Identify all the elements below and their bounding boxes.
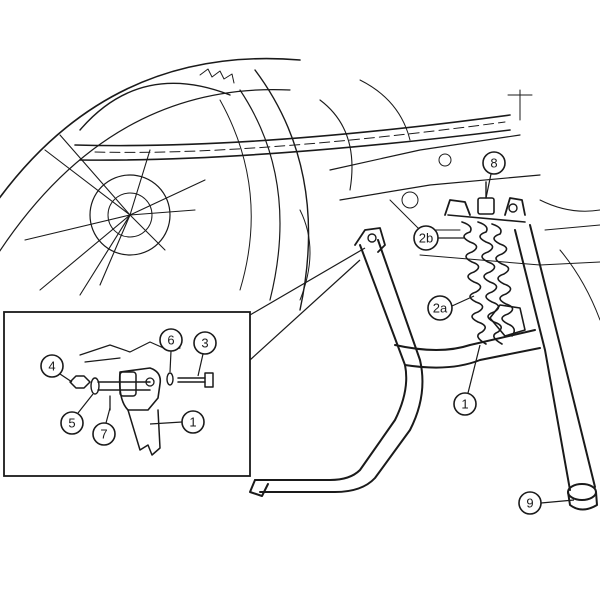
svg-text:5: 5 xyxy=(68,416,75,431)
callout-1-main: 1 xyxy=(453,392,477,416)
return-springs xyxy=(461,221,516,345)
inset-detail: 4 5 7 6 3 1 xyxy=(3,311,251,477)
inset-callout-6: 6 xyxy=(159,328,183,352)
svg-text:3: 3 xyxy=(201,336,208,351)
leader-2a xyxy=(451,295,475,307)
svg-text:9: 9 xyxy=(526,496,533,511)
inset-leader-6 xyxy=(169,350,172,373)
svg-text:6: 6 xyxy=(167,333,174,348)
inset-leader-5 xyxy=(77,393,94,414)
svg-text:2b: 2b xyxy=(419,231,433,246)
leader-1-main xyxy=(467,344,481,394)
inset-leader-4 xyxy=(59,373,73,383)
inset-callout-4: 4 xyxy=(40,354,64,378)
inset-callout-3: 3 xyxy=(193,331,217,355)
inset-leader-7 xyxy=(105,407,111,424)
inset-leader-1 xyxy=(149,421,183,425)
drive-chain xyxy=(74,114,511,161)
inset-callout-7: 7 xyxy=(92,422,116,446)
inset-leader-3 xyxy=(197,353,204,377)
callout-2b: 2b xyxy=(413,225,439,251)
svg-text:1: 1 xyxy=(461,397,468,412)
swing-arm-and-frame xyxy=(299,79,600,321)
svg-text:8: 8 xyxy=(490,156,497,171)
center-stand xyxy=(249,197,598,511)
inset-callout-1: 1 xyxy=(181,410,205,434)
callout-8: 8 xyxy=(482,151,506,175)
rear-wheel xyxy=(0,57,310,311)
rear-sprocket xyxy=(79,68,235,131)
inset-callout-5: 5 xyxy=(60,411,84,435)
svg-text:4: 4 xyxy=(48,359,55,374)
leader-9 xyxy=(540,499,575,504)
callout-2a: 2a xyxy=(427,295,453,321)
svg-text:7: 7 xyxy=(100,427,107,442)
leader-8 xyxy=(485,173,492,199)
inset-connector-top xyxy=(249,247,366,316)
svg-text:2a: 2a xyxy=(433,301,448,316)
inset-connector-bottom xyxy=(249,259,361,361)
callout-9: 9 xyxy=(518,491,542,515)
wheel-spokes xyxy=(24,134,206,296)
svg-text:1: 1 xyxy=(189,415,196,430)
